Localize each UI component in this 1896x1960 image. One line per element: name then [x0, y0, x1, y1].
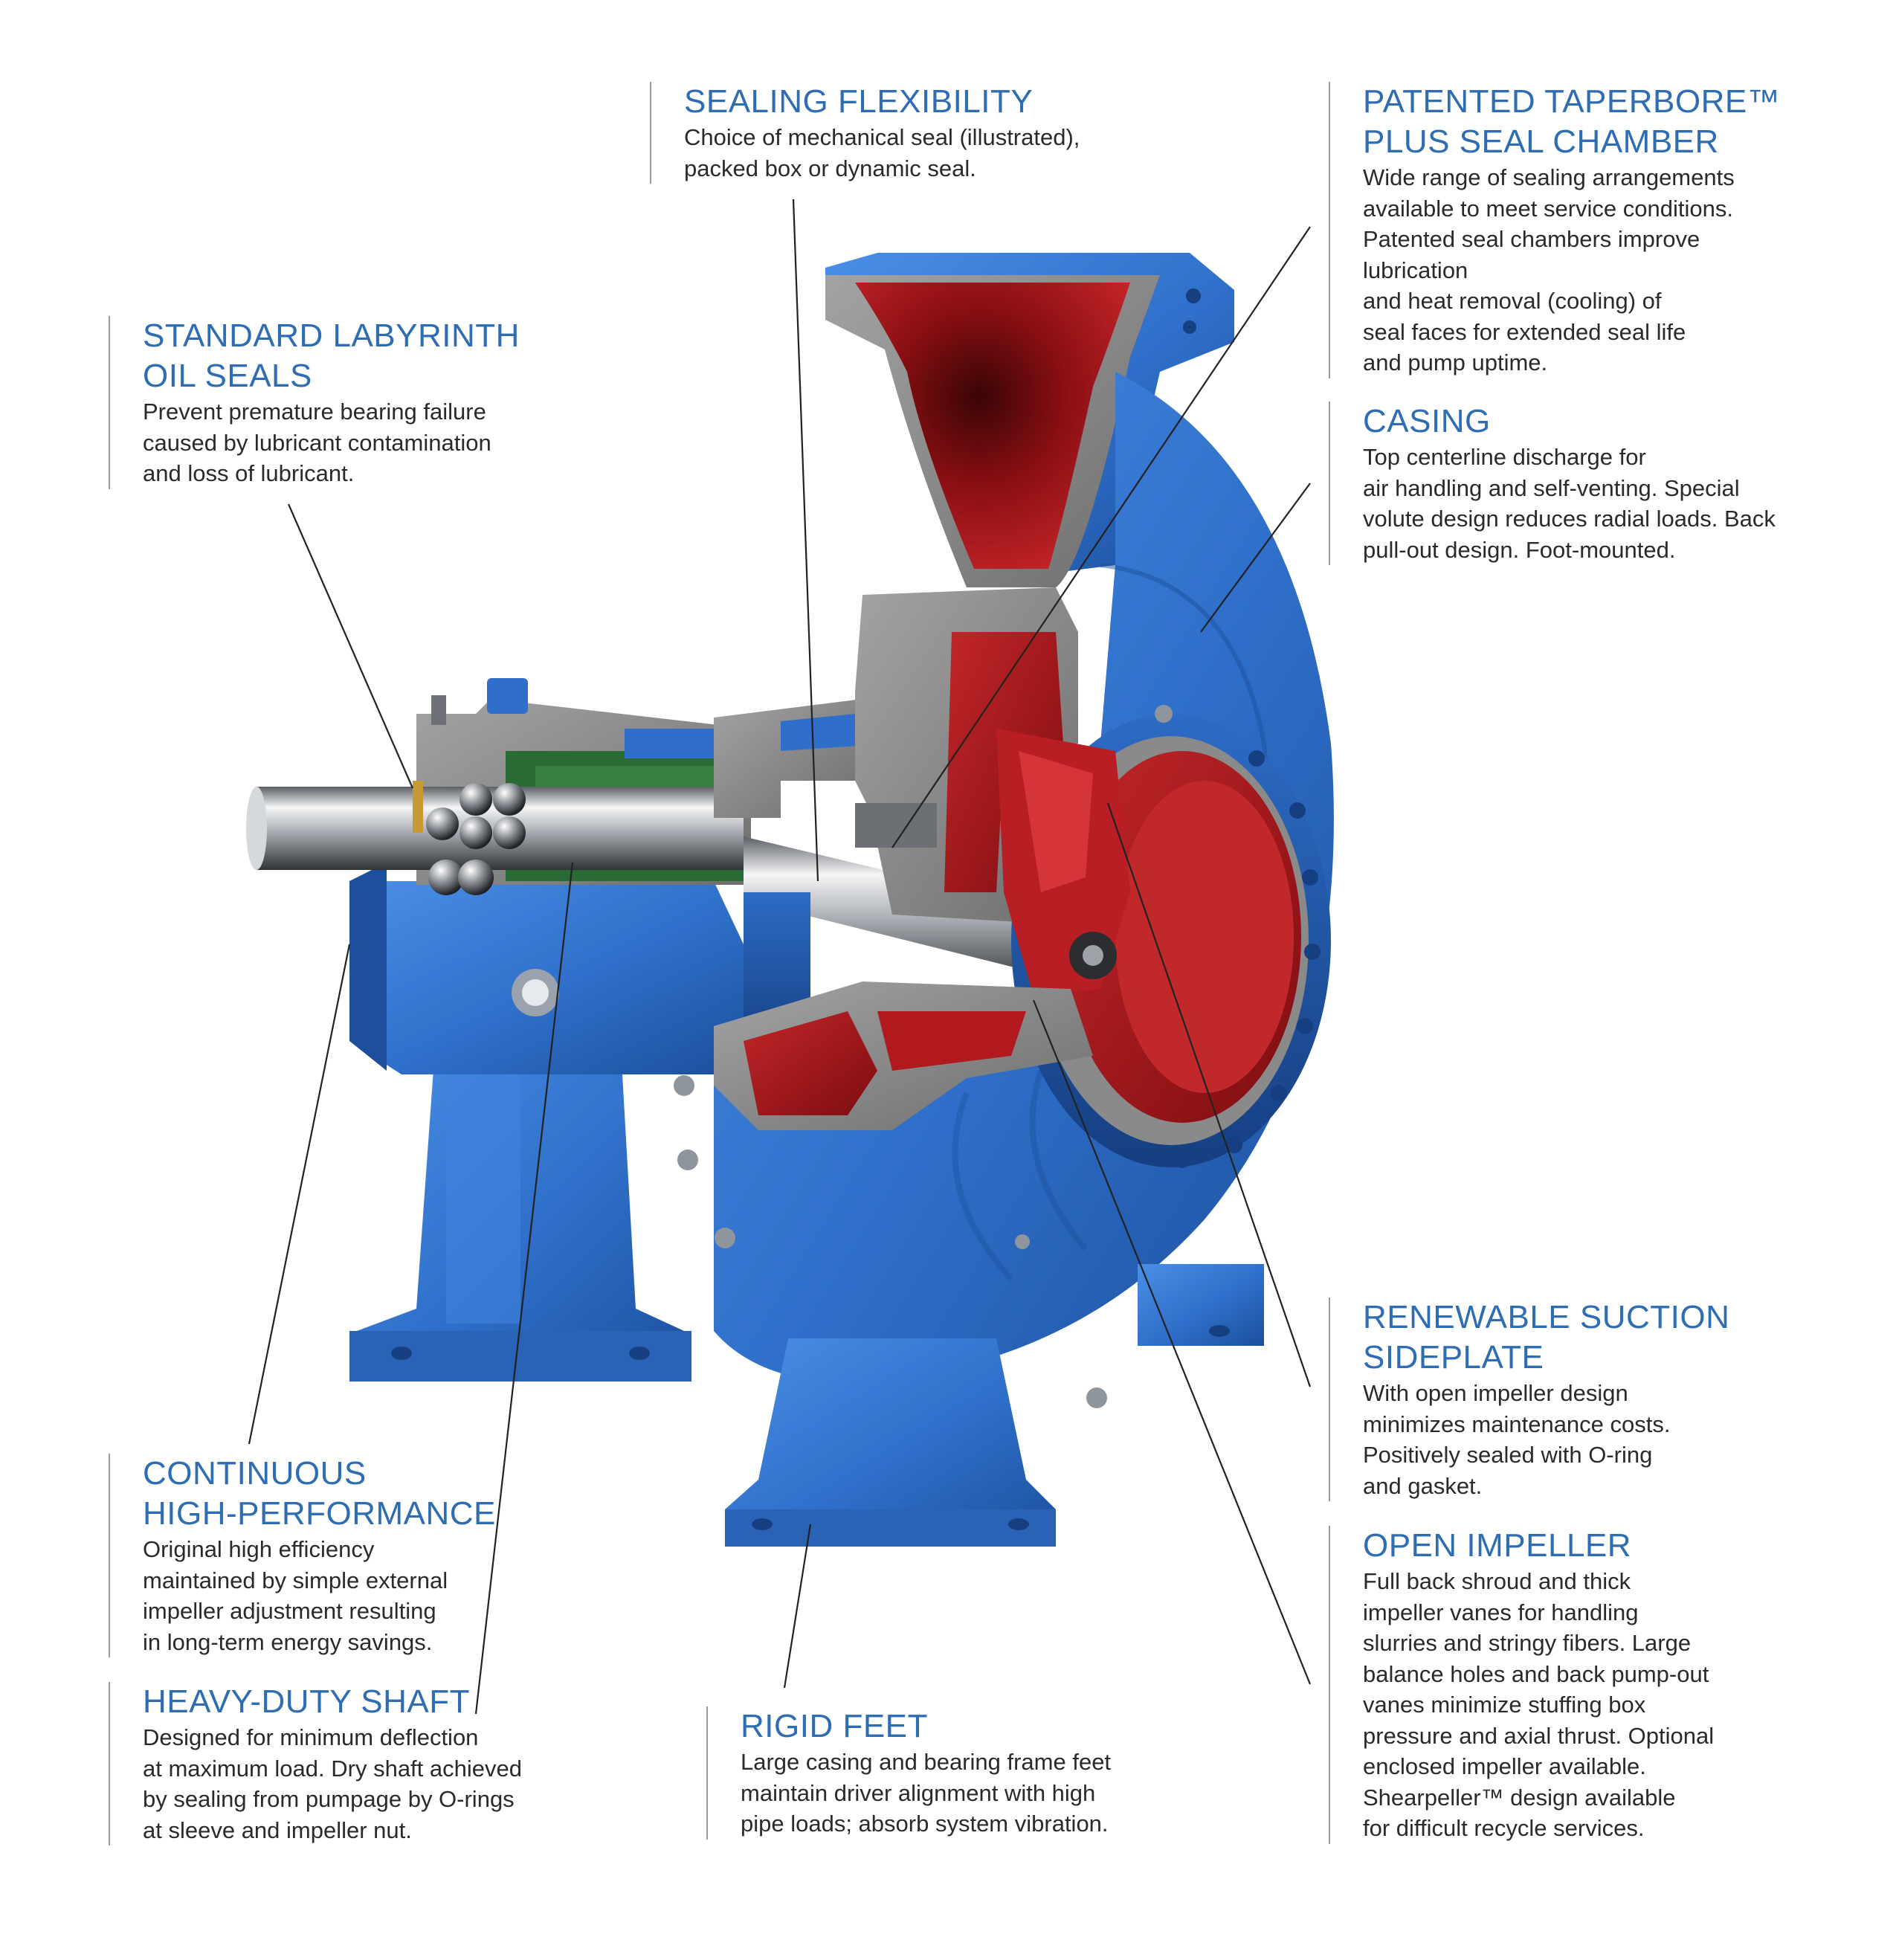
callout-shaft: HEAVY-DUTY SHAFT Designed for minimum de… [109, 1682, 589, 1845]
callout-taperbore: PATENTED TAPERBORE™ PLUS SEAL CHAMBER Wi… [1329, 82, 1854, 378]
leader-sealing [792, 199, 819, 882]
taperbore-title: PATENTED TAPERBORE™ PLUS SEAL CHAMBER [1363, 83, 1781, 160]
labyrinth-body: Prevent premature bearing failure caused… [143, 399, 491, 486]
feet-title: RIGID FEET [741, 1708, 928, 1744]
shaft-body: Designed for minimum deflection at maxim… [143, 1724, 522, 1843]
continuous-body: Original high efficiency maintained by s… [143, 1536, 448, 1655]
open-impeller [996, 729, 1130, 996]
feet-body: Large casing and bearing frame feet main… [741, 1749, 1112, 1837]
leader-labyrinth [287, 503, 414, 789]
ball-bearings [413, 781, 526, 895]
shaft-title: HEAVY-DUTY SHAFT [143, 1683, 470, 1720]
sealing-flexibility-title: SEALING FLEXIBILITY [684, 83, 1034, 120]
leader-shaft [474, 862, 574, 1715]
leader-sideplate [1106, 802, 1312, 1387]
leader-casing [1200, 483, 1311, 633]
callout-sideplate: RENEWABLE SUCTION SIDEPLATE With open im… [1329, 1297, 1854, 1501]
sideplate-title: RENEWABLE SUCTION SIDEPLATE [1363, 1299, 1730, 1376]
casing-bolts [674, 705, 1173, 1408]
seal-chamber-section [855, 587, 1078, 922]
continuous-title: CONTINUOUS HIGH-PERFORMANCE [143, 1455, 496, 1532]
casing-body: Top centerline discharge for air handlin… [1363, 444, 1776, 563]
leader-feet [783, 1524, 812, 1689]
leader-continuous [248, 944, 351, 1445]
leader-lines [248, 199, 1312, 1715]
sideplate-body: With open impeller design minimizes main… [1363, 1380, 1671, 1499]
leader-taperbore [891, 226, 1311, 848]
impeller-body: Full back shroud and thick impeller vane… [1363, 1568, 1715, 1841]
callout-labyrinth: STANDARD LABYRINTH OIL SEALS Prevent pre… [109, 316, 559, 489]
labyrinth-title: STANDARD LABYRINTH OIL SEALS [143, 317, 520, 394]
callout-continuous: CONTINUOUS HIGH-PERFORMANCE Original hig… [109, 1454, 589, 1657]
taperbore-body: Wide range of sealing arrangements avail… [1363, 164, 1735, 375]
casing-title: CASING [1363, 403, 1491, 439]
callout-sealing-flexibility: SEALING FLEXIBILITY Choice of mechanical… [650, 82, 1100, 184]
sealing-flexibility-body: Choice of mechanical seal (illustrated),… [684, 124, 1080, 181]
bearing-frame-foot [349, 1048, 691, 1382]
discharge-nozzle [825, 253, 1234, 587]
leader-impeller [1032, 999, 1312, 1685]
impeller-title: OPEN IMPELLER [1363, 1527, 1632, 1564]
casing-lower-section [714, 981, 1093, 1130]
callout-impeller: OPEN IMPELLER Full back shroud and thick… [1329, 1526, 1854, 1844]
callout-feet: RIGID FEET Large casing and bearing fram… [706, 1706, 1187, 1840]
frame-adapter [714, 699, 892, 1056]
callout-casing: CASING Top centerline discharge for air … [1329, 402, 1854, 565]
